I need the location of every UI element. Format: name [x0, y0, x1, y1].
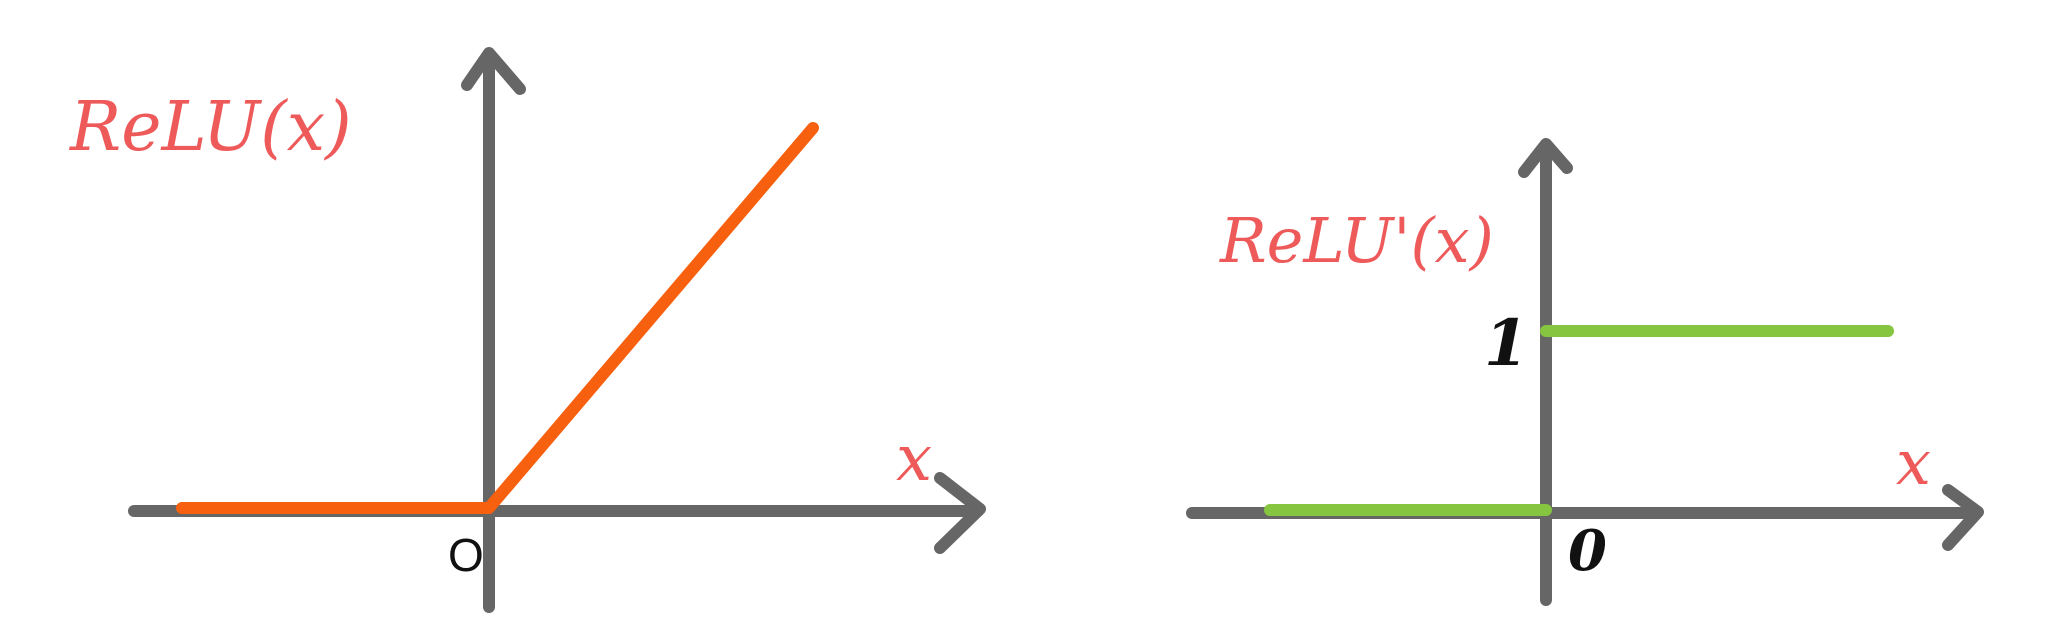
relu-origin-label: O	[448, 529, 484, 581]
relu-derivative-chart: ReLU'(x) x 1 0	[1186, 138, 1984, 606]
relu-x-axis-arrow	[934, 472, 986, 554]
derivative-x-label: x	[1896, 426, 1931, 499]
derivative-title: ReLU'(x)	[1219, 204, 1494, 277]
derivative-origin-label: 0	[1568, 518, 1607, 584]
derivative-ytick-1: 1	[1484, 306, 1529, 381]
relu-title: ReLU(x)	[68, 88, 352, 167]
derivative-series	[1264, 325, 1894, 516]
relu-chart: ReLU(x) x O	[68, 47, 986, 613]
derivative-y-axis-arrow	[1518, 138, 1573, 178]
relu-x-label: x	[896, 422, 932, 496]
relu-series	[176, 122, 819, 514]
relu-series-line-0	[176, 122, 819, 514]
derivative-x-axis-arrow	[1942, 484, 1984, 551]
relu-y-axis-arrow	[461, 47, 526, 95]
